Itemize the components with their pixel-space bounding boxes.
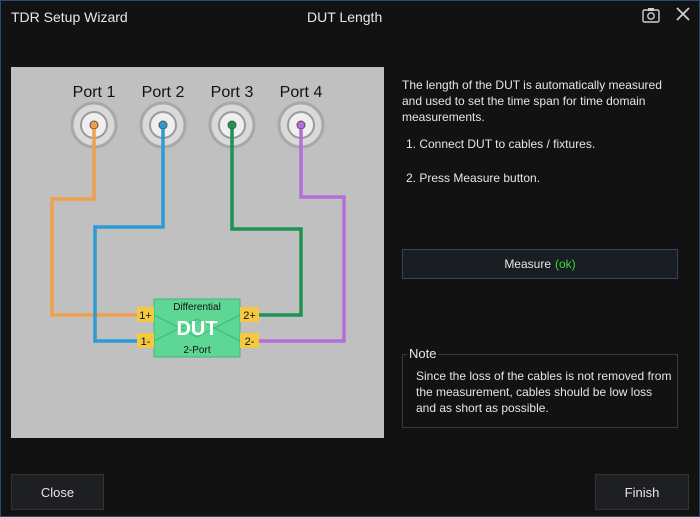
cable-port-4 <box>259 129 346 343</box>
port-connector-1 <box>70 101 118 149</box>
step-2-text: 2. Press Measure button. <box>406 171 541 185</box>
dut-main-label: DUT <box>176 318 217 340</box>
svg-text:1-: 1- <box>141 336 151 348</box>
svg-text:2+: 2+ <box>243 310 256 322</box>
pin-1-plus: 1+ <box>137 307 154 322</box>
svg-text:1+: 1+ <box>139 310 152 322</box>
svg-text:2-: 2- <box>245 336 255 348</box>
measure-button-label: Measure <box>504 257 551 271</box>
port-label-1: Port 1 <box>73 84 116 101</box>
close-icon[interactable] <box>674 5 692 23</box>
cable-port-2 <box>93 129 165 343</box>
note-label: Note <box>407 346 439 361</box>
port-label-4: Port 4 <box>280 84 323 101</box>
note-box <box>402 354 678 428</box>
pin-2-minus: 2- <box>240 333 259 348</box>
pin-2-plus: 2+ <box>240 307 259 322</box>
finish-button[interactable]: Finish <box>595 474 689 510</box>
port-connector-3 <box>208 101 256 149</box>
port-connector-2 <box>139 101 187 149</box>
step-1-text: 1. Connect DUT to cables / fixtures. <box>406 137 596 151</box>
close-button[interactable]: Close <box>11 474 104 510</box>
port-connector-4 <box>277 101 325 149</box>
connection-diagram: Port 1 Port 2 Port 3 Port 4 <box>11 67 384 438</box>
app-title: TDR Setup Wizard <box>11 9 128 25</box>
page-title: DUT Length <box>307 9 383 25</box>
dut-block: Differential DUT 2-Port <box>153 298 241 358</box>
measure-button[interactable]: Measure (ok) <box>402 249 678 279</box>
title-bar: TDR Setup Wizard DUT Length <box>1 1 699 33</box>
dut-top-label: Differential <box>173 302 221 313</box>
measure-status: (ok) <box>555 257 576 271</box>
port-label-3: Port 3 <box>211 84 254 101</box>
note-text: Since the loss of the cables is not remo… <box>416 369 672 415</box>
cable-port-3 <box>230 129 303 317</box>
pin-1-minus: 1- <box>137 333 154 348</box>
description-text: The length of the DUT is automatically m… <box>402 78 662 124</box>
cable-port-1 <box>50 129 137 317</box>
dut-bottom-label: 2-Port <box>183 345 210 356</box>
port-label-2: Port 2 <box>142 84 185 101</box>
camera-icon[interactable] <box>642 7 660 23</box>
